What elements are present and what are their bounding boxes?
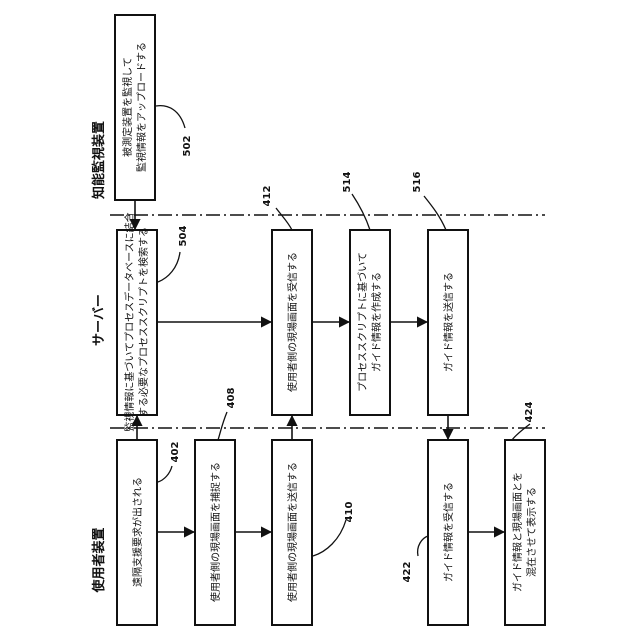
ref-516: 516 xyxy=(412,172,423,193)
ref-504: 504 xyxy=(178,226,189,247)
leader-402 xyxy=(158,466,172,482)
step-box-502 xyxy=(115,15,155,200)
leader-412 xyxy=(276,208,292,230)
step-504-line2: する必要なプロセススクリプトを検索する xyxy=(137,227,150,417)
step-box-424 xyxy=(505,440,545,625)
ref-424: 424 xyxy=(524,402,535,423)
leader-410 xyxy=(313,520,346,556)
leader-504 xyxy=(158,252,180,282)
ref-412: 412 xyxy=(262,186,273,207)
leader-424 xyxy=(512,424,530,440)
step-412-line1: 使用者側の現場画面を受信する xyxy=(286,252,299,392)
lane-title-server: サーバー xyxy=(92,294,107,346)
step-424-line2: 混在させて表示する xyxy=(525,487,538,577)
step-408-line1: 使用者側の現場画面を捕捉する xyxy=(209,462,222,602)
leader-516 xyxy=(424,196,446,230)
leader-422 xyxy=(418,536,428,556)
step-504-line1: 監視情報に基づいてプロセスデータベースに結合 xyxy=(123,212,136,431)
step-514-line1: プロセススクリプトに基づいて xyxy=(356,252,369,392)
lane-title-monitor: 知能監視装置 xyxy=(91,121,107,199)
step-402-line1: 遠隔支援要求が出される xyxy=(131,477,144,587)
lane-title-user: 使用者装置 xyxy=(91,527,107,593)
ref-402: 402 xyxy=(170,442,181,463)
step-514-line2: ガイド情報を作成する xyxy=(370,272,383,372)
step-424-line1: ガイド情報と現場画面とを xyxy=(511,472,524,592)
step-box-514 xyxy=(350,230,390,415)
step-422-line1: ガイド情報を受信する xyxy=(442,482,455,582)
ref-502: 502 xyxy=(182,136,193,157)
ref-410: 410 xyxy=(344,502,355,523)
step-410-line1: 使用者側の現場画面を送信する xyxy=(286,462,299,602)
step-502-line1: 被測定装置を監視して xyxy=(121,57,134,157)
ref-408: 408 xyxy=(226,388,237,409)
step-516-line1: ガイド情報を送信する xyxy=(442,272,455,372)
ref-514: 514 xyxy=(342,172,353,193)
leader-408 xyxy=(218,412,227,440)
leader-502 xyxy=(156,106,185,128)
step-box-504 xyxy=(117,230,157,415)
leader-514 xyxy=(352,194,370,230)
ref-422: 422 xyxy=(402,562,413,583)
step-502-line2: 監視情報をアップロードする xyxy=(135,42,148,172)
